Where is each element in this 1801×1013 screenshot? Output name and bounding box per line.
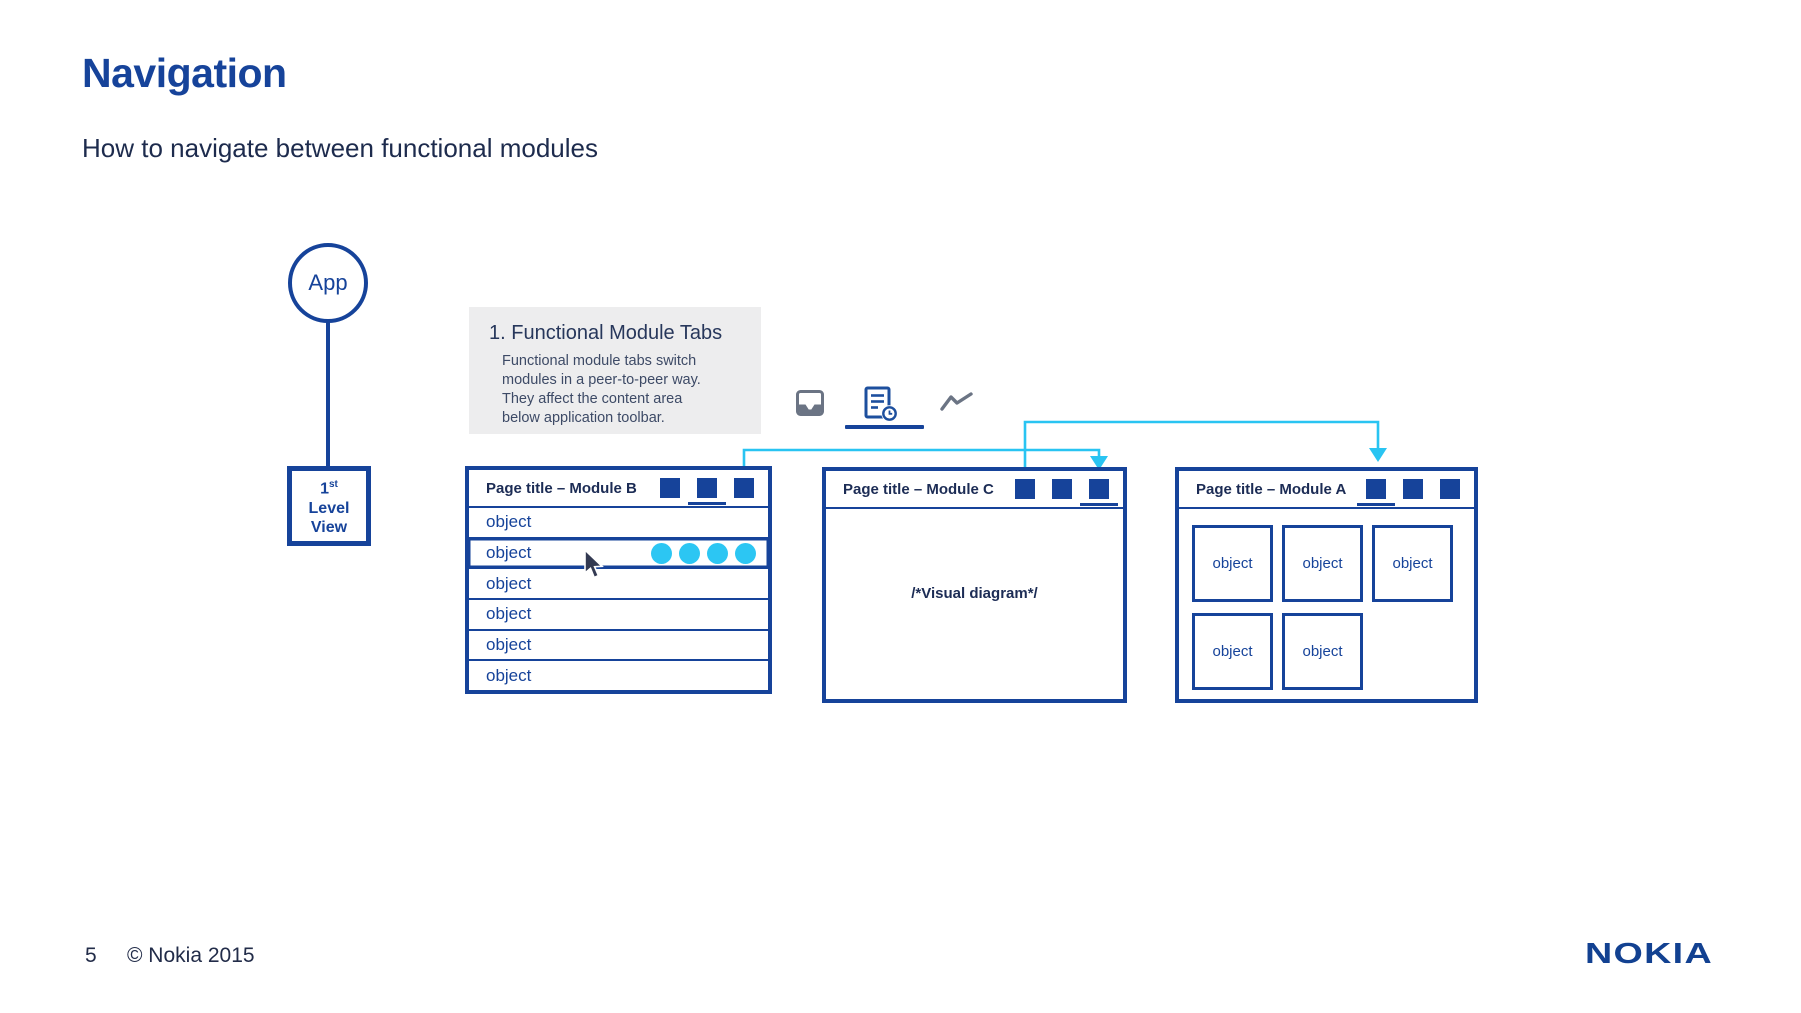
module-a-header: Page title – Module A	[1179, 471, 1474, 509]
module-b-tab-2-active[interactable]	[697, 478, 717, 498]
module-b-tab-3[interactable]	[734, 478, 754, 498]
object-card[interactable]: object	[1372, 525, 1453, 602]
level-line-3: View	[310, 518, 348, 536]
module-b-tab-1[interactable]	[660, 478, 680, 498]
arrowhead-module-a	[1369, 448, 1387, 462]
trend-line-icon[interactable]	[940, 392, 974, 412]
media-tray-icon[interactable]	[796, 390, 824, 416]
report-clock-icon[interactable]	[864, 386, 900, 424]
level-line-2: Level	[308, 499, 350, 517]
slide-subtitle: How to navigate between functional modul…	[82, 133, 598, 163]
list-item[interactable]: object	[469, 631, 768, 662]
module-b-header: Page title – Module B	[469, 470, 768, 508]
module-c-header: Page title – Module C	[826, 471, 1123, 509]
module-a-tabs	[1366, 479, 1460, 499]
module-b-title: Page title – Module B	[486, 479, 637, 497]
module-b-window: Page title – Module B object object obje…	[465, 466, 772, 694]
module-c-title: Page title – Module C	[843, 480, 994, 498]
copyright-text: © Nokia 2015	[127, 944, 255, 967]
app-node-label: App	[308, 270, 348, 295]
visual-diagram-placeholder: /*Visual diagram*/	[911, 584, 1038, 602]
nokia-logo: NOKIA	[1585, 938, 1713, 970]
page-number: 5	[85, 944, 97, 967]
module-c-tab-1[interactable]	[1015, 479, 1035, 499]
list-item[interactable]: object	[486, 665, 532, 685]
module-c-tabs	[1015, 479, 1109, 499]
module-a-title: Page title – Module A	[1196, 480, 1347, 498]
callout-heading: 1. Functional Module Tabs	[489, 322, 723, 344]
object-card[interactable]: object	[1192, 525, 1273, 602]
module-b-tabs	[660, 478, 754, 498]
module-a-tab-3[interactable]	[1440, 479, 1460, 499]
list-item[interactable]: object	[469, 600, 768, 631]
cyan-dot	[707, 542, 728, 564]
object-card[interactable]: object	[1192, 613, 1273, 690]
module-c-tab-3-active[interactable]	[1089, 479, 1109, 499]
cyan-dot	[651, 542, 672, 564]
mouse-cursor-icon	[584, 549, 604, 579]
object-card[interactable]: object	[1282, 525, 1363, 602]
status-dots	[651, 542, 756, 564]
active-icon-underline	[845, 425, 924, 429]
callout-body: Functional module tabs switch modules in…	[502, 353, 701, 427]
cyan-dot	[735, 542, 756, 564]
first-level-view-node: 1st Level View	[287, 466, 371, 546]
module-c-content: /*Visual diagram*/	[826, 509, 1123, 699]
module-a-tab-1-active[interactable]	[1366, 479, 1386, 499]
slide-title: Navigation	[82, 50, 287, 96]
module-b-row-list: object object object object object objec…	[469, 508, 768, 690]
module-a-tab-2[interactable]	[1403, 479, 1423, 499]
module-c-tab-2[interactable]	[1052, 479, 1072, 499]
app-node: App	[288, 243, 368, 323]
module-a-window: Page title – Module A object object obje…	[1175, 467, 1478, 703]
object-card[interactable]: object	[1282, 613, 1363, 690]
hierarchy-connector-line	[326, 322, 330, 466]
list-item[interactable]: object	[469, 569, 768, 601]
level-line-1: 1st	[320, 479, 338, 498]
cyan-dot	[679, 542, 700, 564]
module-c-window: Page title – Module C /*Visual diagram*/	[822, 467, 1127, 703]
list-item-selected[interactable]: object	[469, 539, 768, 570]
callout-panel: 1. Functional Module Tabs Functional mod…	[469, 307, 761, 434]
list-item[interactable]: object	[469, 508, 768, 539]
module-a-card-grid: object object object object object	[1179, 509, 1474, 699]
